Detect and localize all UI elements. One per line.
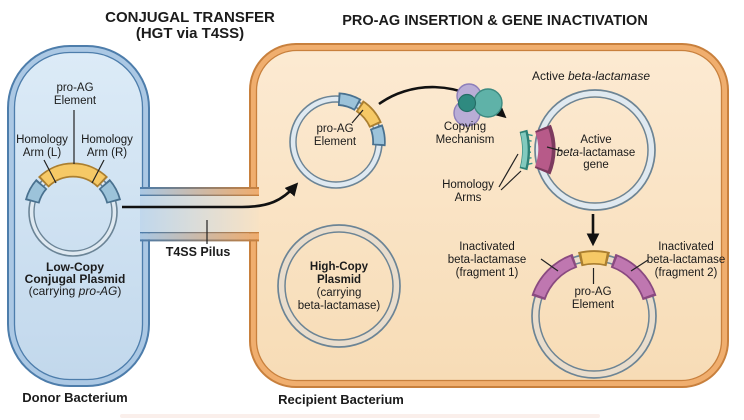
pilus-wall-line xyxy=(140,232,259,234)
low-copy-plasmid-label: Low-Copy Conjugal Plasmid (carrying pro-… xyxy=(24,260,126,298)
pilus-wall-line xyxy=(140,194,259,196)
inactivated-plasmid xyxy=(531,250,657,379)
active-gene-pointer xyxy=(546,146,563,152)
pilus-wall-line xyxy=(140,239,259,242)
proag-element-segment xyxy=(581,252,607,265)
recipient-bacterium-label: Recipient Bacterium xyxy=(278,392,404,407)
pilus-channel xyxy=(140,196,259,232)
homology-arm-left-label: Homology Arm (L) xyxy=(16,134,68,159)
homology-right-pointer xyxy=(91,159,105,184)
plasmid-ring-outer xyxy=(534,89,656,211)
pilus-wall-band xyxy=(140,233,259,240)
recipient-proag-pointer xyxy=(351,109,364,124)
recipient-proag-plasmid xyxy=(289,92,386,189)
donor-plasmid xyxy=(24,162,122,257)
homology-arm-segment xyxy=(371,126,385,145)
copying-mechanism-icon xyxy=(453,83,503,127)
donor-proag-element-label: pro-AG Element xyxy=(53,82,97,107)
high-copy-plasmid-label: High-Copy Plasmid (carrying beta-lactama… xyxy=(297,261,381,312)
pilus-wall-band xyxy=(140,189,259,195)
high-copy-plasmid xyxy=(277,224,401,348)
homology-arms-label: Homology Arms xyxy=(442,179,494,204)
fragment2-label: Inactivated beta-lactamase (fragment 2) xyxy=(646,241,726,279)
fragment2-pointer xyxy=(630,259,649,272)
homology-arms-pointer-1 xyxy=(498,153,519,188)
fragment1-pointer xyxy=(540,258,559,272)
proag-element-segment xyxy=(357,102,380,126)
bottom-proag-element-label: pro-AG Element xyxy=(571,286,615,311)
plasmid-ring-inner xyxy=(284,231,394,341)
plasmid-ring-band xyxy=(279,226,399,346)
donor-bacterium-label: Donor Bacterium xyxy=(22,390,128,405)
homology-arm-right-label: Homology Arm (R) xyxy=(81,134,133,159)
fragment1-segment xyxy=(534,256,575,298)
homology-left-pointer xyxy=(43,159,57,184)
homology-arms-pointer-2 xyxy=(500,170,522,191)
title-left-line2: (HGT via T4SS) xyxy=(135,25,245,42)
active-gene-segment xyxy=(535,128,552,171)
fragment2-segment xyxy=(613,256,654,298)
pilus-wall-line xyxy=(140,187,259,189)
transfer-arrow xyxy=(122,182,299,209)
homology-arm-left-segment xyxy=(27,181,46,202)
faint-bottom-line xyxy=(120,414,600,418)
section-title-proag-insertion: PRO-AG INSERTION & GENE INACTIVATION xyxy=(342,13,648,29)
active-beta-lactamase-plasmid xyxy=(519,89,656,211)
plasmid-ring-outer xyxy=(277,224,401,348)
title-right-line: PRO-AG INSERTION & GENE INACTIVATION xyxy=(342,13,648,29)
t4ss-pilus-label: T4SS Pilus xyxy=(165,245,231,259)
fragment1-label: Inactivated beta-lactamase (fragment 1) xyxy=(447,241,527,279)
title-left-line1: CONJUGAL TRANSFER xyxy=(105,9,275,26)
section-title-conjugal-transfer: CONJUGAL TRANSFER (HGT via T4SS) xyxy=(105,10,275,42)
active-gene-label: Active beta-lactamase gene xyxy=(556,134,636,171)
homology-arm-segment xyxy=(339,94,359,109)
active-beta-lactamase-title: Active beta-lactamase xyxy=(531,69,651,83)
t4ss-pilus-tube xyxy=(140,187,259,242)
pointer-lines xyxy=(43,109,649,284)
recipient-proag-element-label: pro-AG Element xyxy=(313,123,357,148)
homology-arm-right-segment xyxy=(100,181,119,202)
homology-pairing-arc xyxy=(520,132,528,168)
copying-mechanism-label: Copying Mechanism xyxy=(435,121,495,146)
